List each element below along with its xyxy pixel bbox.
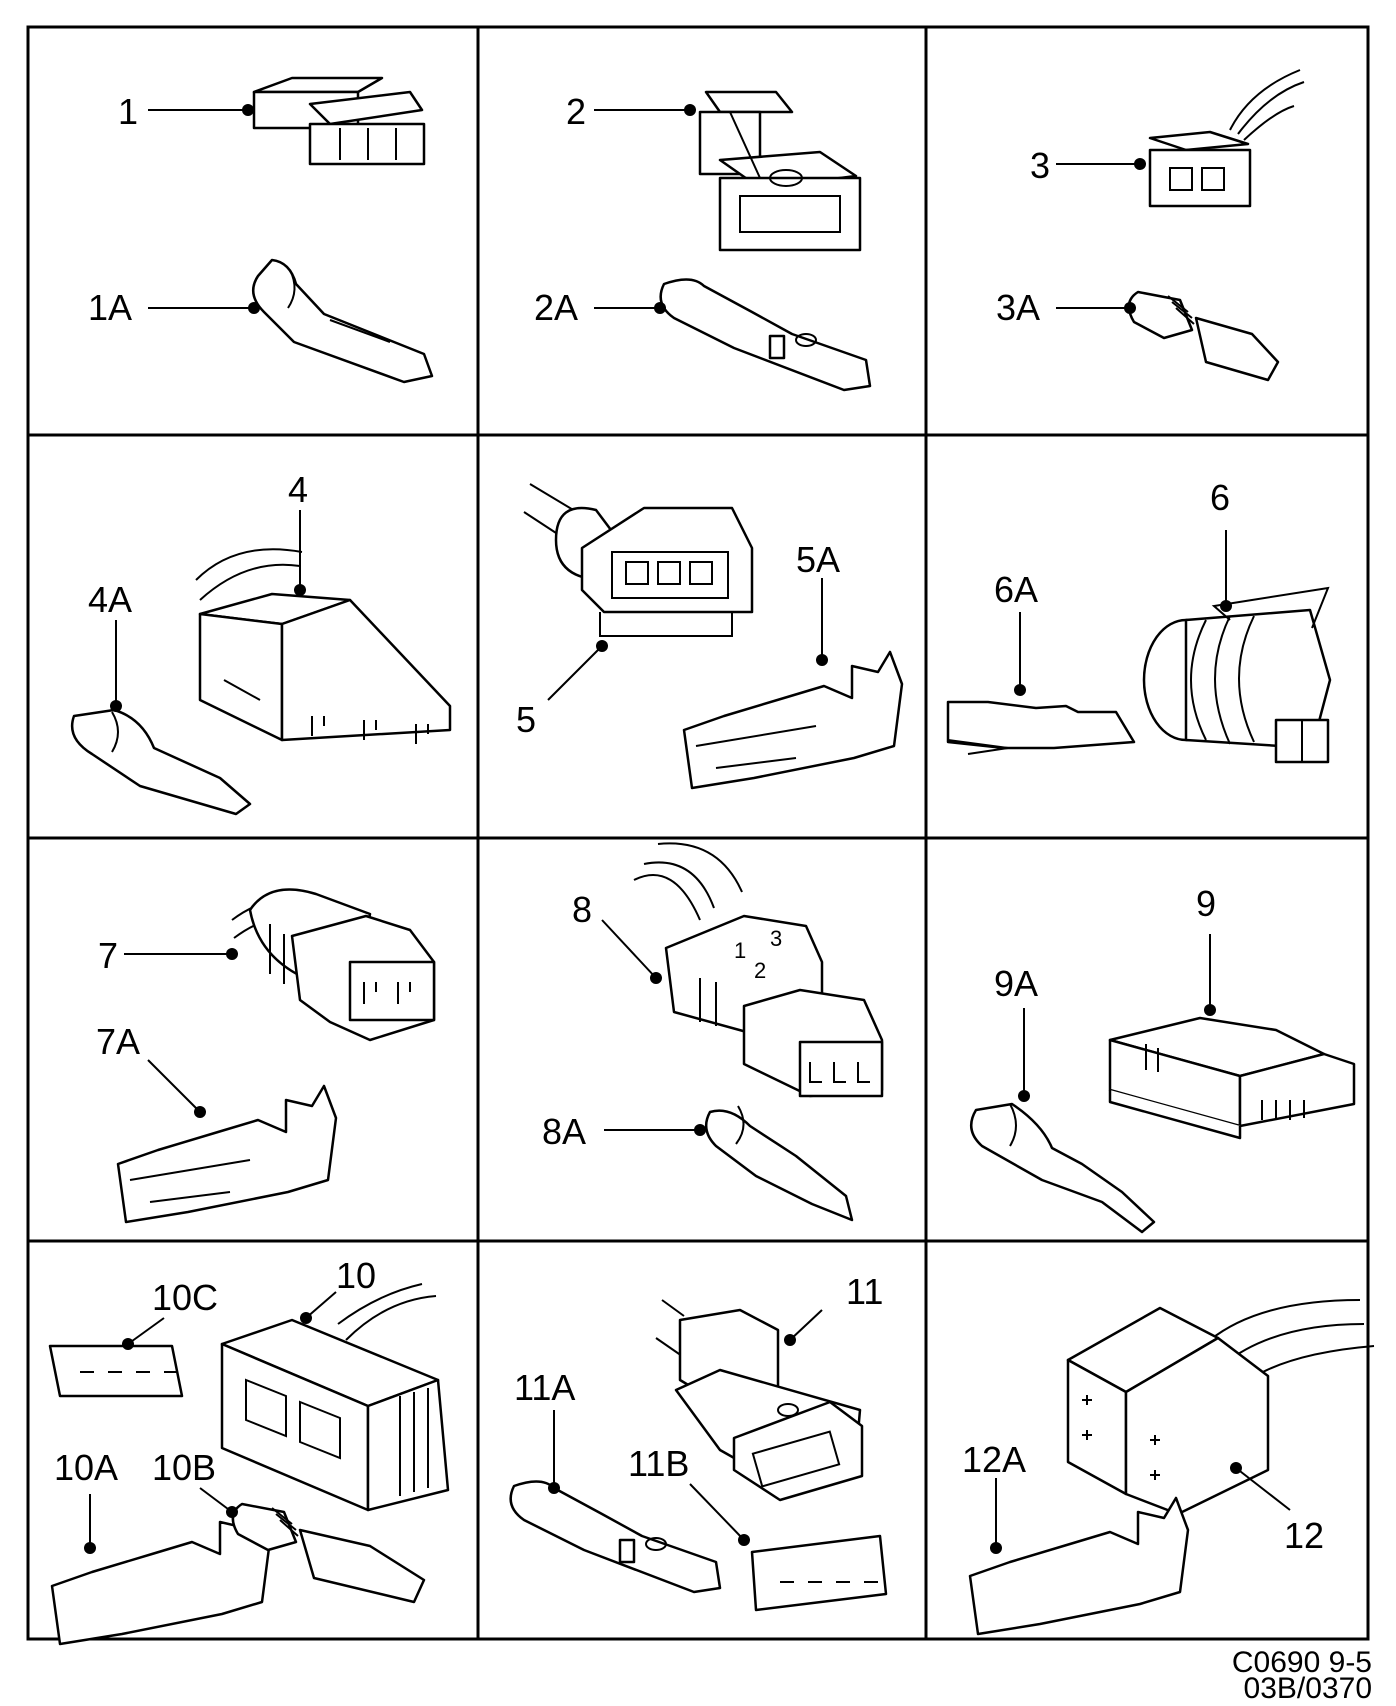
connector-12-drawing [1066,1299,1375,1516]
label-12a: 12A [962,1439,1026,1480]
terminal-6a-drawing [946,700,1136,755]
label-6: 6 [1210,477,1230,518]
label-4: 4 [288,469,308,510]
terminal-4a-drawing [70,708,252,816]
terminal-9a-drawing [969,1102,1156,1234]
connector-6-drawing [1142,586,1332,764]
label-3: 3 [1030,145,1050,186]
terminal-3a-drawing [1127,290,1280,382]
terminal-5a-drawing [682,650,904,790]
label-2: 2 [566,91,586,132]
label-1: 1 [118,91,138,132]
label-5a: 5A [796,539,840,580]
cell-8: 1 3 2 8 8A [542,842,884,1222]
cell-1: 1 1A [88,76,434,384]
grid-frame [26,25,1370,1641]
label-10b: 10B [152,1447,216,1488]
label-8: 8 [572,889,592,930]
cell-10: 10 10A 10B 10C [48,1255,450,1646]
terminal-8a-drawing [704,1105,854,1222]
label-2a: 2A [534,287,578,328]
connector-1-drawing [252,76,426,166]
label-8a: 8A [542,1111,586,1152]
label-12: 12 [1284,1515,1324,1556]
pin-number-2: 2 [754,958,766,983]
cell-4: 4 4A [70,469,452,816]
label-5: 5 [516,699,536,740]
footer-code: C0690 9-5 [1231,1646,1372,1679]
connector-7-drawing [231,888,436,1042]
cell-12: 12 12A [962,1299,1375,1636]
label-10: 10 [336,1255,376,1296]
connector-10-drawing [220,1283,450,1512]
connector-5-drawing [523,483,754,637]
connector-3-drawing [1148,69,1305,208]
terminal-11a-drawing [509,1480,722,1594]
label-10c: 10C [152,1277,218,1318]
label-4a: 4A [88,579,132,620]
terminal-1a-drawing [251,258,434,384]
connector-9-drawing [1108,1016,1356,1140]
cell-3: 3 3A [996,69,1305,382]
label-3a: 3A [996,287,1040,328]
label-11: 11 [846,1271,883,1312]
label-1a: 1A [88,287,132,328]
pin-number-1: 1 [734,938,746,963]
seal-11b-drawing [750,1534,888,1612]
connector-4-drawing [195,548,452,744]
seal-10c-drawing [48,1344,184,1398]
label-11a: 11A [514,1367,575,1408]
cell-7: 7 7A [96,888,436,1224]
cell-5: 5 5A [516,483,904,790]
label-7a: 7A [96,1021,140,1062]
cell-6: 6 6A [946,477,1332,764]
terminal-2a-drawing [659,278,872,392]
cell-11: 11 11A 11B [509,1271,888,1612]
label-6a: 6A [994,569,1038,610]
cell-9: 9 9A [969,883,1356,1234]
label-11b: 11B [628,1443,689,1484]
connector-8-drawing: 1 3 2 [633,842,884,1098]
terminal-7a-drawing [116,1084,338,1224]
connector-11-drawing [655,1299,864,1502]
cell-2: 2 2A [534,90,872,392]
pin-number-3: 3 [770,926,782,951]
label-9: 9 [1196,883,1216,924]
connector-2-drawing [698,90,862,252]
terminal-12a-drawing [968,1496,1190,1636]
footer-ref: 03B/0370 [1243,1672,1372,1705]
label-7: 7 [98,935,118,976]
label-10a: 10A [54,1447,118,1488]
label-9a: 9A [994,963,1038,1004]
